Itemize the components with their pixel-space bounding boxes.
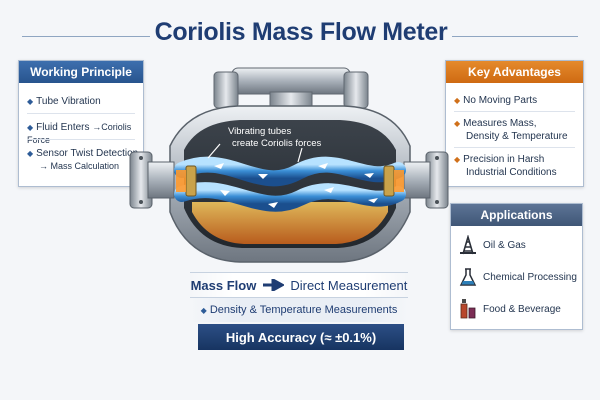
divider bbox=[27, 139, 135, 140]
callout-line-2: create Coriolis forces bbox=[232, 138, 321, 149]
arrow-right-icon: → bbox=[92, 122, 102, 132]
oil-derrick-icon bbox=[460, 235, 476, 255]
wp-item-sub: → Mass Calculation bbox=[27, 160, 138, 173]
direct-measurement-label: Direct Measurement bbox=[290, 277, 408, 293]
accuracy-band: High Accuracy (≈ ±0.1%) bbox=[198, 324, 404, 350]
wp-item-tube-vibration: ◆Tube Vibration bbox=[27, 95, 101, 108]
bullet-icon: ◆ bbox=[27, 97, 34, 106]
app-item-label: Oil & Gas bbox=[483, 239, 526, 251]
accuracy-label: High Accuracy (≈ ±0.1%) bbox=[225, 329, 377, 345]
ka-item-label: Measures Mass, bbox=[463, 118, 537, 129]
bullet-icon: ◆ bbox=[200, 305, 207, 315]
key-advantages-panel: Key Advantages ◆No Moving Parts ◆Measure… bbox=[445, 60, 584, 187]
flow-arrows bbox=[214, 163, 378, 208]
bullet-icon: ◆ bbox=[27, 149, 34, 158]
wp-item-label: Fluid Enters bbox=[36, 122, 90, 133]
density-label: Density & Temperature Measurements bbox=[209, 304, 398, 316]
bullet-icon: ◆ bbox=[27, 123, 34, 132]
wp-item-fluid-enters: ◆Fluid Enters →Coriolis Force bbox=[27, 121, 143, 147]
page-title: Coriolis Mass Flow Meter bbox=[154, 18, 448, 46]
bullet-icon: ◆ bbox=[454, 96, 461, 105]
callout-line-1: Vibrating tubes bbox=[228, 126, 291, 137]
outlet-glow bbox=[394, 170, 404, 192]
density-band: ◆Density & Temperature Measurements bbox=[190, 298, 408, 322]
divider bbox=[27, 113, 135, 114]
sensor-coil-right bbox=[383, 165, 395, 197]
working-principle-heading: Working Principle bbox=[19, 61, 143, 83]
manifold-boss-right bbox=[343, 71, 369, 109]
title-bar: Coriolis Mass Flow Meter bbox=[0, 8, 600, 48]
arrow-right-icon: → bbox=[39, 161, 48, 171]
ka-item-measures-mass: ◆Measures Mass, Density & Temperature bbox=[454, 117, 568, 143]
applications-heading: Applications bbox=[451, 204, 582, 226]
callout-pointer-right bbox=[297, 147, 303, 163]
manifold-boss-left bbox=[213, 71, 239, 109]
inlet-pipe bbox=[147, 161, 175, 199]
inlet-glow bbox=[176, 170, 186, 192]
wp-item-sensor-twist: ◆Sensor Twist Detection → Mass Calculati… bbox=[27, 147, 138, 173]
top-manifold bbox=[231, 67, 351, 95]
wp-item-sub-label: Mass Calculation bbox=[50, 161, 120, 171]
wp-item-label: Sensor Twist Detection bbox=[36, 148, 139, 159]
ka-item-label-line2: Industrial Conditions bbox=[466, 167, 557, 178]
heat-glow bbox=[192, 202, 388, 244]
key-advantages-heading: Key Advantages bbox=[446, 61, 583, 83]
app-item-oil-gas: Oil & Gas bbox=[459, 234, 526, 256]
sensor-coil-left bbox=[185, 165, 197, 197]
mass-flow-label: Mass Flow bbox=[190, 277, 257, 293]
wp-item-label: Tube Vibration bbox=[36, 96, 101, 107]
title-rule-right bbox=[452, 36, 578, 37]
wp-item-extra: Coriolis Force bbox=[27, 122, 132, 145]
ka-item-label-line2: Density & Temperature bbox=[466, 131, 568, 142]
ka-item-label: No Moving Parts bbox=[463, 95, 538, 106]
app-item-food: Food & Beverage bbox=[459, 298, 561, 320]
flow-tube-lower bbox=[174, 182, 406, 212]
bullet-icon: ◆ bbox=[454, 155, 461, 164]
applications-panel: Applications Oil & Gas Chemical Processi… bbox=[450, 203, 583, 330]
flask-icon bbox=[459, 268, 477, 286]
app-item-chemical: Chemical Processing bbox=[459, 266, 577, 288]
ka-item-label: Precision in Harsh bbox=[463, 154, 545, 165]
divider bbox=[454, 111, 575, 112]
ka-item-precision: ◆Precision in Harsh Industrial Condition… bbox=[454, 153, 557, 179]
flow-meter-illustration: Vibrating tubes create Coriolis forces bbox=[129, 67, 449, 263]
divider bbox=[454, 147, 575, 148]
ka-item-no-moving-parts: ◆No Moving Parts bbox=[454, 94, 537, 107]
outlet-pipe bbox=[403, 161, 431, 199]
bullet-icon: ◆ bbox=[454, 119, 461, 128]
arrow-right-icon bbox=[263, 279, 285, 291]
title-rule-left bbox=[22, 36, 150, 37]
mass-flow-band: Mass Flow Direct Measurement bbox=[190, 272, 408, 298]
bottle-icon bbox=[460, 299, 476, 319]
callout-pointer-left bbox=[207, 143, 221, 159]
working-principle-panel: Working Principle ◆Tube Vibration ◆Fluid… bbox=[18, 60, 144, 187]
app-item-label: Chemical Processing bbox=[483, 271, 577, 283]
app-item-label: Food & Beverage bbox=[483, 303, 561, 315]
